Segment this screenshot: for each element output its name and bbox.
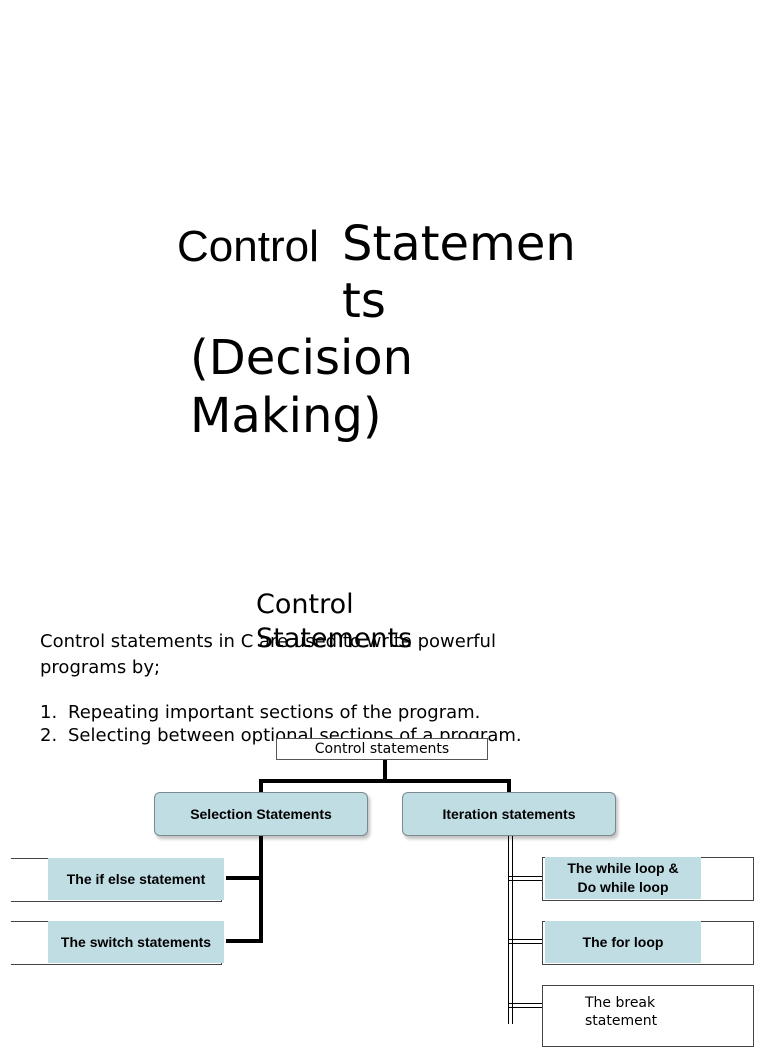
list-item-text: Repeating important sections of the prog… <box>68 702 481 723</box>
connector-break-top <box>508 1003 544 1004</box>
break-label-line2: statement <box>585 1013 658 1029</box>
connector-iteration-trunk-left <box>508 835 509 1024</box>
slide2-heading-line1: Control <box>256 589 354 620</box>
switch-box: The switch statements <box>48 921 224 963</box>
connector-while-bottom <box>508 880 544 881</box>
connector-root-stem <box>383 759 387 781</box>
title-making-line: Making) <box>190 388 382 444</box>
connector-for-bottom <box>508 943 544 944</box>
connector-break-bottom <box>508 1007 544 1008</box>
slide2-heading-line2: Statements <box>256 623 413 654</box>
while-loop-label-line1: The while loop & <box>567 860 679 876</box>
connector-for-top <box>508 939 544 940</box>
connector-if-else <box>226 876 262 880</box>
connector-iteration-trunk-right <box>512 835 513 1024</box>
connector-switch <box>226 939 262 943</box>
connector-to-iteration <box>507 779 511 793</box>
break-label-line1: The break <box>585 995 656 1011</box>
diagram-root-box: Control statements <box>276 738 488 760</box>
title-statements-part2: ts <box>342 273 386 329</box>
title-decision-line: (Decision <box>190 330 414 386</box>
intro-text-line2: programs by; <box>40 657 161 678</box>
list-item-number: 2. <box>40 725 58 746</box>
connector-while-top <box>508 876 544 877</box>
list-item-number: 1. <box>40 702 58 723</box>
intro-text-line1: Control statements in C are used to writ… <box>40 631 496 652</box>
title-statements-part1: Statemen <box>342 216 576 272</box>
connector-to-selection <box>259 779 263 793</box>
for-loop-box: The for loop <box>545 921 701 963</box>
while-loop-box: The while loop & Do while loop <box>545 857 701 899</box>
connector-horizontal <box>259 779 511 783</box>
while-loop-label-line2: Do while loop <box>577 879 669 895</box>
iteration-statements-box: Iteration statements <box>402 792 616 836</box>
connector-selection-trunk <box>259 835 263 943</box>
break-statement-label: The break statement <box>585 994 657 1030</box>
selection-statements-box: Selection Statements <box>154 792 368 836</box>
if-else-box: The if else statement <box>48 858 224 900</box>
title-control-word: Control <box>177 222 319 271</box>
